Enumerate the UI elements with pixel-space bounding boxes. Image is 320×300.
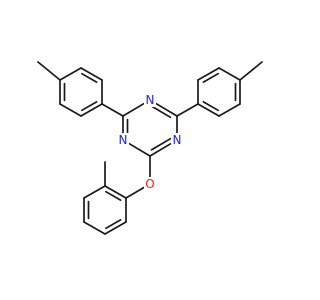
atom-o-ether: O	[144, 177, 156, 191]
atom-label-n1: N	[146, 93, 155, 107]
bond-r4-r5	[218, 67, 241, 81]
molecule-diagram: N N N O	[37, 61, 263, 235]
bond-c6-n1	[155, 102, 178, 117]
atom-label-layer: N N N O	[117, 93, 183, 191]
bond-b1-b2	[104, 185, 127, 199]
bond-b5-b6	[104, 221, 127, 235]
bond-l4-methyl	[37, 61, 61, 81]
atom-label-n2: N	[119, 133, 128, 147]
structure-canvas: N N N O	[37, 61, 263, 235]
bond-b1-b2-double	[105, 190, 122, 201]
bond-r5-r6-double	[202, 72, 219, 83]
bond-r4-methyl	[239, 61, 263, 81]
atom-label-n3: N	[173, 133, 182, 147]
bond-b2-b3	[83, 185, 106, 199]
bond-n2-c4	[128, 142, 151, 157]
bond-r2-r3	[218, 103, 241, 117]
bond-c4-n3-double	[150, 137, 172, 151]
atom-n-right: N	[171, 133, 183, 147]
bond-r1-r2	[197, 103, 220, 117]
bond-l5-l6	[80, 67, 103, 81]
atom-n-left: N	[117, 133, 129, 147]
bond-l1-l2	[80, 103, 103, 117]
bond-c6-r1	[176, 103, 199, 117]
atom-n-top: N	[144, 93, 156, 107]
bond-o-b1	[125, 186, 145, 199]
bond-l5-l6-double	[81, 72, 98, 83]
atom-label-o: O	[145, 177, 154, 191]
bond-b4-b5	[83, 221, 106, 235]
bond-n1-c2	[122, 102, 145, 117]
bond-c2-l1	[101, 103, 124, 117]
bond-r5-r6	[197, 67, 220, 81]
bond-l4-l5	[59, 67, 82, 81]
bond-layer	[37, 61, 263, 235]
bond-b5-b6-double	[105, 219, 122, 230]
bond-l2-l3	[59, 103, 82, 117]
bond-c6-n1-double	[150, 105, 172, 119]
bond-r1-r2-double	[202, 101, 219, 112]
bond-c4-n3	[149, 142, 172, 157]
bond-l1-l2-double	[81, 101, 98, 112]
